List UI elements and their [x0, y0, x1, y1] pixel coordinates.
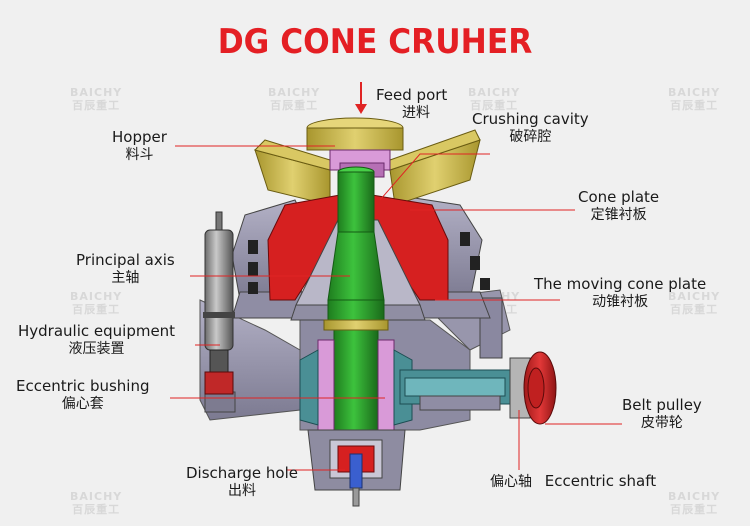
label-moving-cone-plate: The moving cone plate 动锥衬板 — [534, 275, 706, 311]
label-cone-plate-en: Cone plate — [578, 188, 660, 206]
watermark-zh: 百辰重工 — [470, 99, 519, 112]
watermark-zh: 百辰重工 — [670, 99, 719, 112]
label-hopper: Hopper 料斗 — [112, 128, 167, 164]
eccentric-bushing-shape — [299, 339, 413, 431]
label-belt-pulley-zh: 皮带轮 — [640, 415, 683, 431]
label-feed-port-zh: 进料 — [402, 105, 430, 121]
watermark-brand: BAICHY — [70, 490, 123, 503]
label-moving-cone-plate-en: The moving cone plate — [534, 275, 707, 293]
label-hydraulic-equipment: Hydraulic equipment 液压装置 — [18, 322, 175, 358]
label-principal-axis: Principal axis 主轴 — [76, 251, 175, 287]
label-principal-axis-en: Principal axis — [76, 251, 175, 269]
watermark-brand: BAICHY — [70, 86, 123, 99]
label-crushing-cavity: Crushing cavity 破碎腔 — [472, 110, 589, 146]
label-belt-pulley-en: Belt pulley — [622, 396, 702, 414]
label-hopper-zh: 料斗 — [125, 147, 154, 163]
label-feed-port: Feed port 进料 — [376, 86, 447, 122]
label-eccentric-shaft-en: Eccentric shaft — [544, 472, 657, 490]
label-eccentric-bushing: Eccentric bushing 偏心套 — [16, 377, 149, 413]
label-crushing-cavity-zh: 破碎腔 — [509, 129, 552, 145]
watermark-zh: 百辰重工 — [670, 503, 719, 516]
watermark-brand: BAICHY — [668, 86, 721, 99]
watermark-brand: BAICHY — [70, 290, 123, 303]
discharge-housing — [307, 429, 406, 507]
label-cone-plate: Cone plate 定锥衬板 — [578, 188, 659, 224]
watermark-zh: 百辰重工 — [72, 99, 121, 112]
label-principal-axis-zh: 主轴 — [111, 270, 140, 286]
label-belt-pulley: Belt pulley 皮带轮 — [622, 396, 702, 432]
label-hydraulic-equipment-en: Hydraulic equipment — [18, 322, 176, 340]
watermark-zh: 百辰重工 — [72, 303, 121, 316]
bolts — [248, 232, 490, 294]
label-feed-port-en: Feed port — [376, 86, 448, 104]
label-crushing-cavity-en: Crushing cavity — [472, 110, 589, 128]
label-moving-cone-plate-zh: 动锥衬板 — [592, 294, 649, 310]
leader-lines — [170, 145, 622, 471]
watermark-zh: 百辰重工 — [670, 303, 719, 316]
hopper-shape — [254, 117, 481, 206]
label-hopper-en: Hopper — [112, 128, 167, 146]
watermark-brand: BAICHY — [468, 86, 521, 99]
label-hydraulic-equipment-zh: 液压装置 — [68, 341, 125, 357]
eccentric-shaft-shape — [399, 369, 511, 411]
label-eccentric-bushing-en: Eccentric bushing — [16, 377, 150, 395]
watermark-brand: BAICHY — [668, 490, 721, 503]
label-discharge-hole-zh: 出料 — [227, 483, 256, 499]
diagram-title: DG CONE CRUHER — [217, 22, 533, 62]
belt-pulley-shape — [509, 351, 557, 425]
watermark-brand: BAICHY — [668, 290, 721, 303]
watermark-zh: 百辰重工 — [270, 99, 319, 112]
hydraulic-cylinder-shape — [203, 211, 235, 395]
label-eccentric-bushing-zh: 偏心套 — [61, 396, 104, 412]
label-eccentric-shaft: 偏心轴 Eccentric shaft — [490, 472, 656, 491]
principal-axis-shaft — [327, 166, 385, 447]
label-discharge-hole-en: Discharge hole — [186, 464, 298, 482]
label-cone-plate-zh: 定锥衬板 — [590, 207, 647, 223]
collar-ring — [323, 319, 389, 331]
watermark-brand: BAICHY — [268, 86, 321, 99]
watermark-zh: 百辰重工 — [72, 503, 121, 516]
feed-arrow-icon — [355, 82, 367, 114]
label-discharge-hole: Discharge hole 出料 — [186, 464, 298, 500]
label-eccentric-shaft-zh: 偏心轴 — [490, 474, 532, 490]
